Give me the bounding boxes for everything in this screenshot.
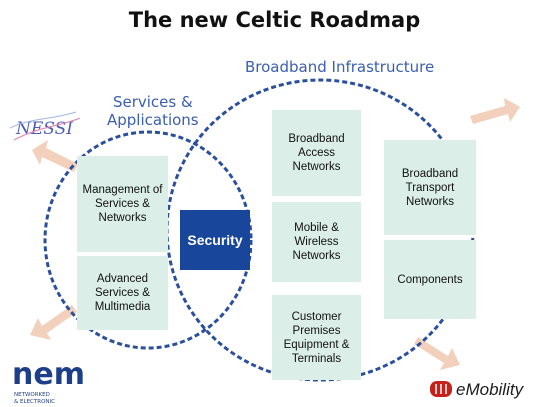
arrow-nessi	[32, 140, 78, 172]
broadband-access-box: Broadband Access Networks	[272, 110, 361, 196]
nem-logo-sub1: NETWORKED	[14, 392, 50, 398]
management-box: Management of Services & Networks	[77, 156, 168, 252]
nem-logo: nem NETWORKED & ELECTRONIC	[12, 357, 85, 405]
services-label-line2: Applications	[107, 111, 199, 129]
nem-logo-sub2: & ELECTRONIC	[14, 399, 55, 405]
broadband-transport-box: Broadband Transport Networks	[384, 140, 476, 235]
emobility-logo: eMobility	[430, 380, 525, 399]
services-applications-label: Services & Applications	[107, 93, 199, 129]
diagram-title: The new Celtic Roadmap	[128, 8, 421, 32]
arrow-upper-right	[470, 98, 520, 124]
mobile-wireless-box: Mobile & Wireless Networks	[272, 202, 361, 282]
nem-logo-text: nem	[12, 357, 85, 392]
nessi-logo: NESSI	[9, 111, 81, 141]
arrow-emobility	[414, 337, 460, 370]
arrows	[30, 98, 520, 370]
emobility-logo-text: eMobility	[456, 380, 525, 399]
components-box: Components	[384, 240, 476, 319]
customer-premises-box: Customer Premises Equipment & Terminals	[272, 295, 361, 380]
services-circle	[43, 130, 253, 350]
security-box: Security	[180, 210, 250, 270]
advanced-services-box: Advanced Services & Multimedia	[77, 256, 168, 330]
services-label-line1: Services &	[112, 93, 193, 111]
broadband-infrastructure-label: Broadband Infrastructure	[245, 58, 435, 76]
arrow-nem	[30, 305, 77, 340]
